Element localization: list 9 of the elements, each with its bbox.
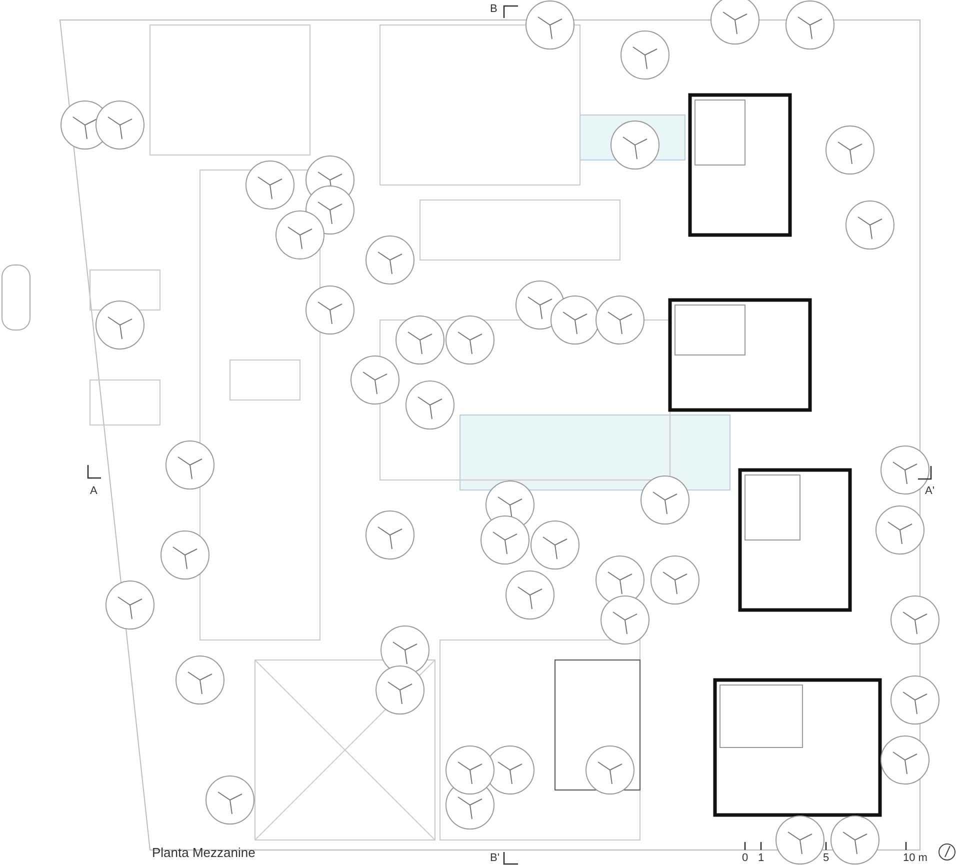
section-label: A' bbox=[925, 486, 934, 497]
section-label: B bbox=[490, 4, 498, 15]
section-label: A bbox=[90, 486, 98, 497]
section-label: B' bbox=[490, 853, 500, 864]
scale-label: 5 bbox=[823, 853, 830, 864]
scale-label: 10 m bbox=[903, 853, 928, 864]
plan-caption: Planta Mezzanine bbox=[152, 846, 256, 859]
scale-label: 0 bbox=[742, 853, 748, 864]
scale-label: 1 bbox=[758, 853, 764, 864]
